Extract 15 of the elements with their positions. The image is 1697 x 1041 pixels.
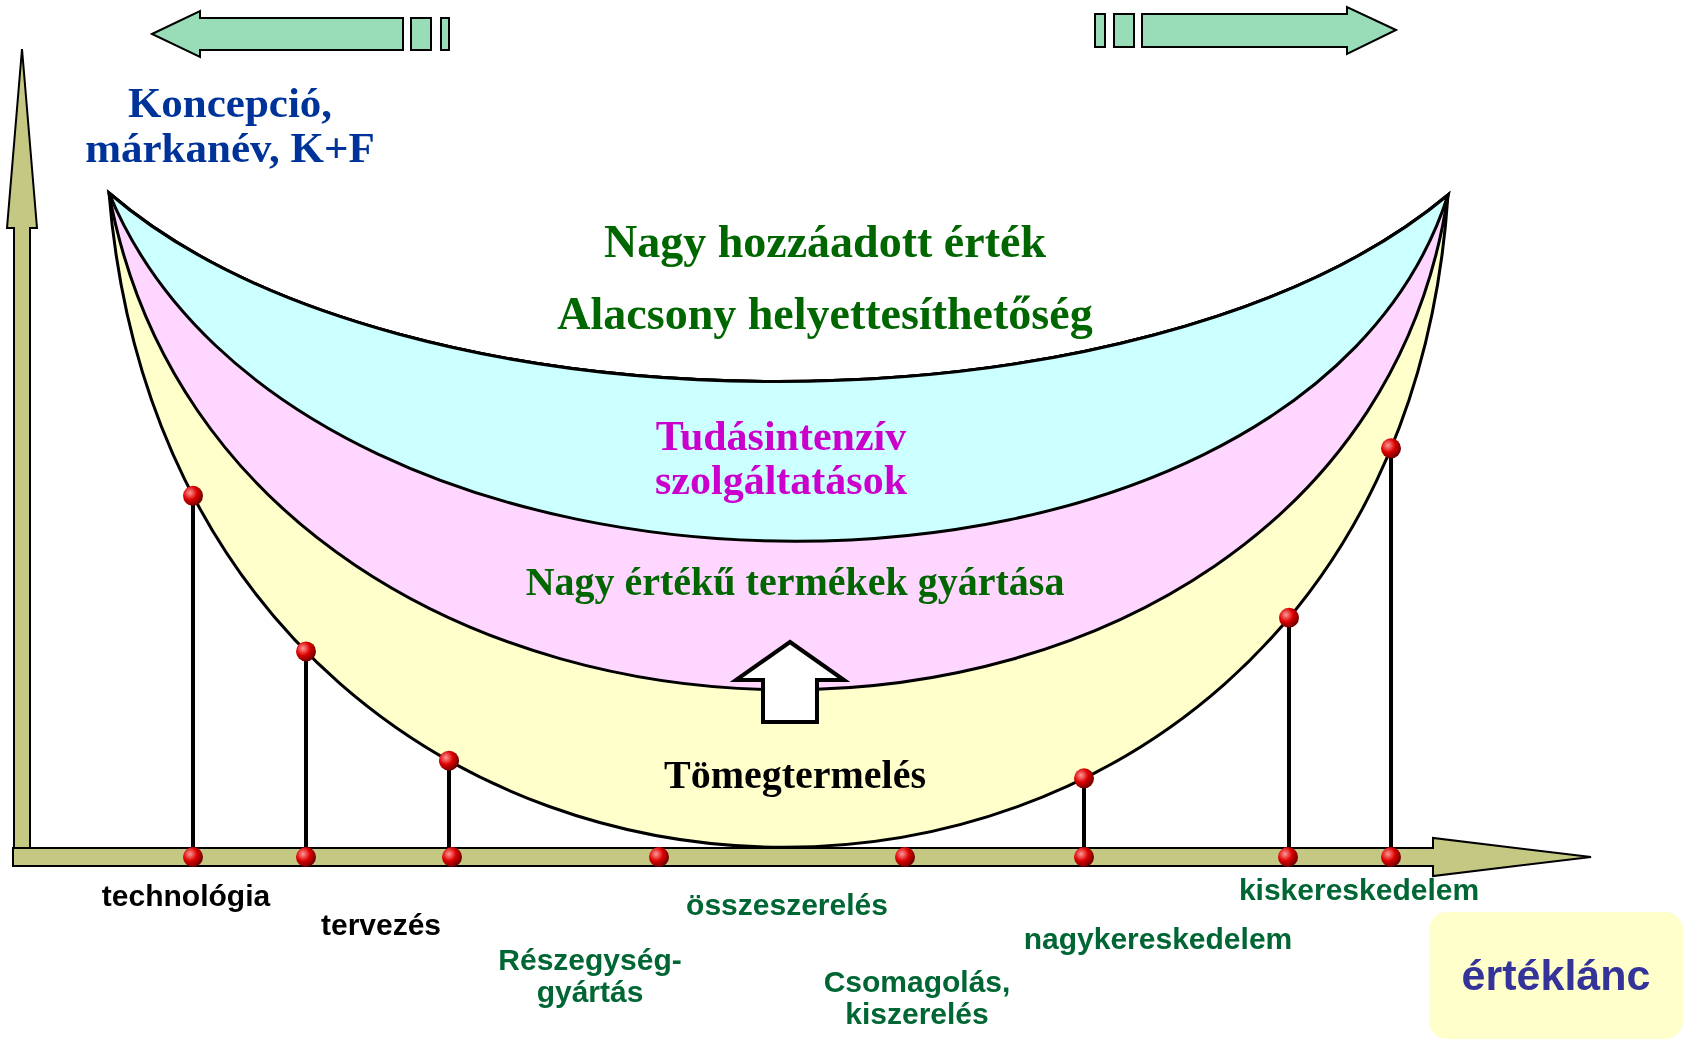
axis-label: tervezés [319, 909, 443, 941]
heading-text: Tömegtermelés [662, 754, 928, 796]
axis-label: összeszerelés [685, 889, 889, 921]
heading-text: Alacsony helyettesíthetőség [556, 289, 1094, 339]
label-box [1429, 912, 1683, 1039]
axis-label: Csomagolás, kiszerelés [822, 965, 1012, 1029]
label-text: értéklánc [1461, 951, 1651, 1000]
heading-text: Koncepció, márkanév, K+F [84, 79, 376, 171]
axis-label: Részegység-gyártás [497, 943, 683, 1007]
heading-text: Nagy értékű termékek gyártása [524, 561, 1066, 603]
heading-text: Tudásintenzív szolgáltatások [654, 413, 908, 503]
axis-label: kiskereskedelem [1237, 874, 1481, 906]
heading-text: Nagy hozzáadott érték [603, 217, 1047, 267]
axis-label: technológia [100, 880, 272, 912]
axis-label: nagykereskedelem [1022, 923, 1294, 955]
